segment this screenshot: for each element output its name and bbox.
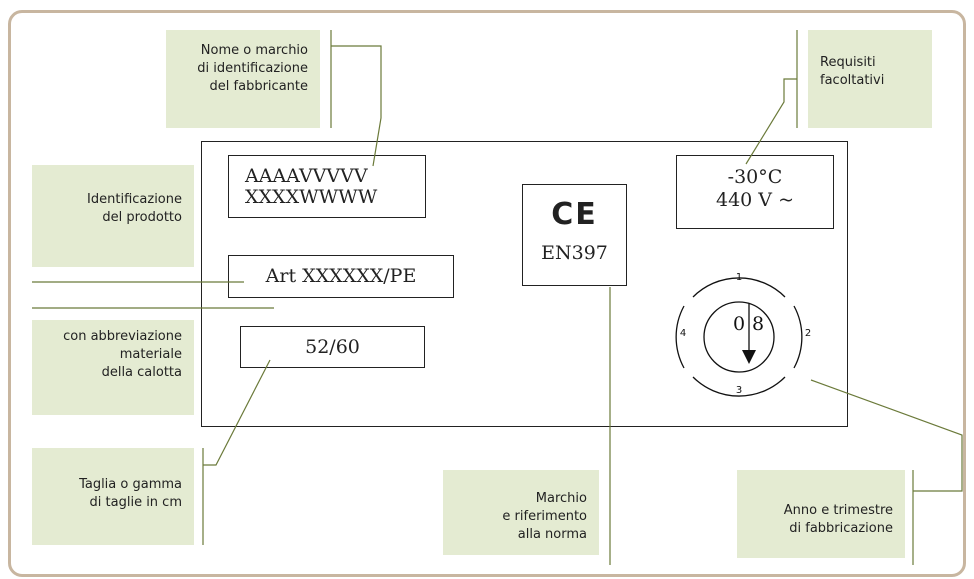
callout-optional-requirements: Requisiti facoltativi — [808, 30, 932, 128]
callout-size-line-1: Taglia o gamma — [79, 477, 182, 492]
callout-size-line-2: di taglie in cm — [89, 495, 182, 510]
callout-material-line-1: con abbreviazione — [63, 329, 182, 344]
callout-size: Taglia o gamma di taglie in cm — [32, 448, 194, 545]
size-box: 52/60 — [240, 326, 425, 368]
callout-product-id-line-1: Identificazione — [87, 192, 182, 207]
product-code-line-2: XXXXWWWW — [245, 186, 378, 208]
voltage-requirement: 440 V ~ — [716, 189, 794, 211]
marking-panel — [201, 141, 848, 427]
callout-manufacturer-line-3: del fabbricante — [209, 79, 308, 94]
article-box: Art XXXXXX/PE — [228, 255, 454, 298]
callout-standard: Marchio e riferimento alla norma — [443, 470, 599, 555]
callout-manufacturer-line-1: Nome o marchio — [200, 43, 308, 58]
product-code-line-1: AAAAVVVVV — [245, 165, 368, 187]
callout-material-line-2: materiale — [119, 347, 182, 362]
callout-standard-line-3: alla norma — [517, 527, 587, 542]
callout-standard-line-2: e riferimento — [502, 509, 587, 524]
callout-date-line-1: Anno e trimestre — [783, 503, 893, 518]
callout-standard-line-1: Marchio — [535, 491, 587, 506]
size-value: 52/60 — [305, 336, 360, 358]
callout-optional-line-1: Requisiti — [820, 55, 876, 70]
ce-standard-box: CE EN397 — [522, 184, 627, 286]
article-code: Art XXXXXX/PE — [265, 265, 417, 287]
requirements-box: -30°C 440 V ~ — [676, 155, 834, 229]
callout-material: con abbreviazione materiale della calott… — [32, 320, 194, 415]
ce-mark-logo: CE — [551, 197, 598, 232]
callout-optional-line-2: facoltativi — [820, 73, 885, 88]
callout-manufacturer: Nome o marchio di identificazione del fa… — [166, 30, 320, 128]
callout-material-line-3: della calotta — [101, 365, 182, 380]
callout-date-line-2: di fabbricazione — [789, 521, 893, 536]
callout-manufacture-date: Anno e trimestre di fabbricazione — [737, 470, 905, 558]
callout-product-id-line-2: del prodotto — [102, 210, 182, 225]
callout-manufacturer-line-2: di identificazione — [197, 61, 308, 76]
standard-code: EN397 — [541, 242, 608, 264]
temperature-requirement: -30°C — [727, 166, 783, 188]
product-code-box: AAAAVVVVV XXXXWWWW — [228, 155, 426, 218]
callout-product-id: Identificazione del prodotto — [32, 165, 194, 267]
